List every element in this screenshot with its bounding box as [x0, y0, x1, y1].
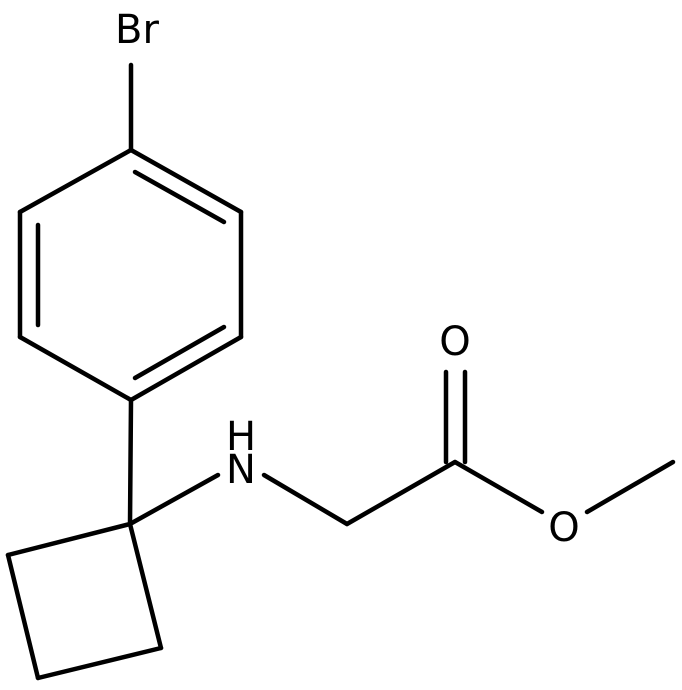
bond-aryl-cyclobutyl — [127, 397, 134, 527]
cyclobutane-ring — [5, 521, 164, 681]
bond-n-ch2 — [261, 472, 350, 527]
ring-bond-4 — [17, 334, 134, 403]
benzene-ring — [17, 147, 244, 403]
ring-double-bond-inner-2 — [132, 324, 227, 381]
bond-ch2-carbonyl — [344, 459, 458, 527]
atom-label-amine-h: H — [226, 414, 256, 460]
ring-double-bond-inner-1 — [132, 169, 227, 225]
bond-ester-o-methyl — [584, 459, 676, 515]
cyclobutane-bond-3 — [5, 552, 41, 681]
atom-label-amine-n: N — [226, 447, 256, 493]
atom-label-ester-oxygen: O — [548, 505, 579, 551]
ring-bond-3 — [128, 334, 244, 403]
atom-label-bromine: Br — [115, 7, 159, 53]
bond-carbonyl-ester-o — [452, 459, 545, 515]
cyclobutane-bond-1 — [127, 521, 164, 651]
cyclobutane-bond-4 — [5, 521, 133, 558]
cyclobutane-bond-2 — [35, 645, 164, 681]
atom-label-carbonyl-oxygen: O — [439, 319, 470, 365]
bond-c-n — [127, 472, 221, 527]
ring-bond-6 — [17, 147, 134, 215]
ring-bond-1 — [128, 147, 244, 215]
